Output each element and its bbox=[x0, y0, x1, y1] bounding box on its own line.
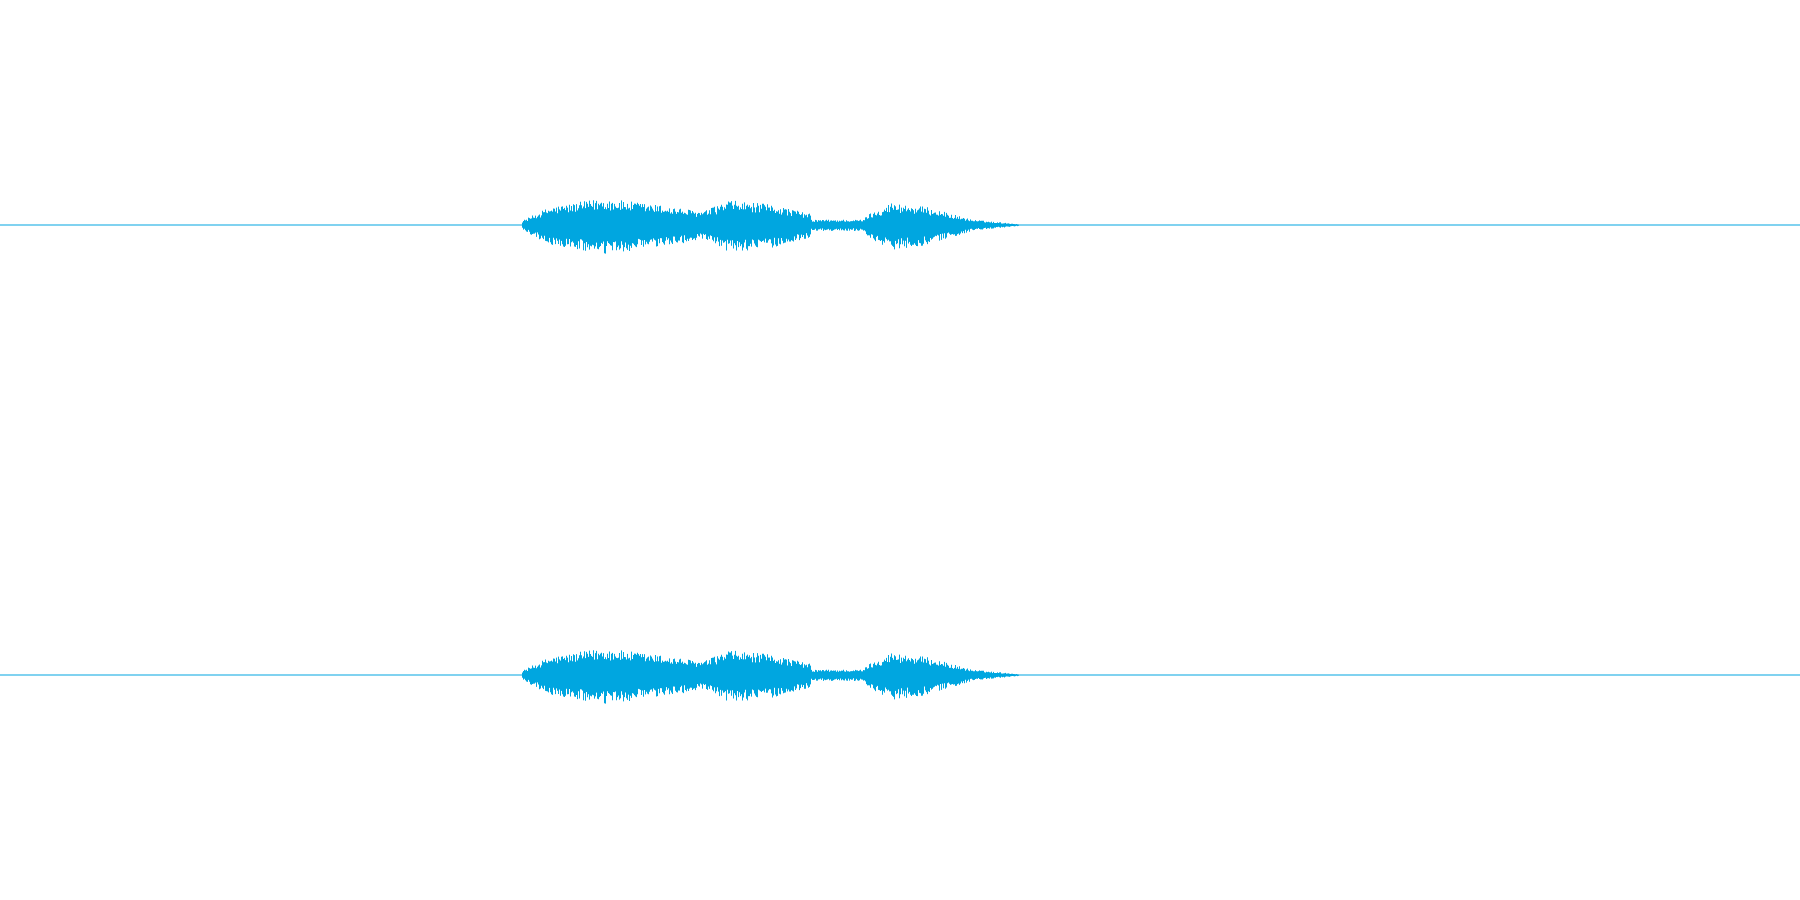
waveform-signal-core bbox=[522, 211, 1019, 239]
waveform-signal-core bbox=[522, 661, 1019, 689]
waveform-channel-1 bbox=[0, 200, 1800, 254]
waveform-channel-2 bbox=[0, 650, 1800, 704]
